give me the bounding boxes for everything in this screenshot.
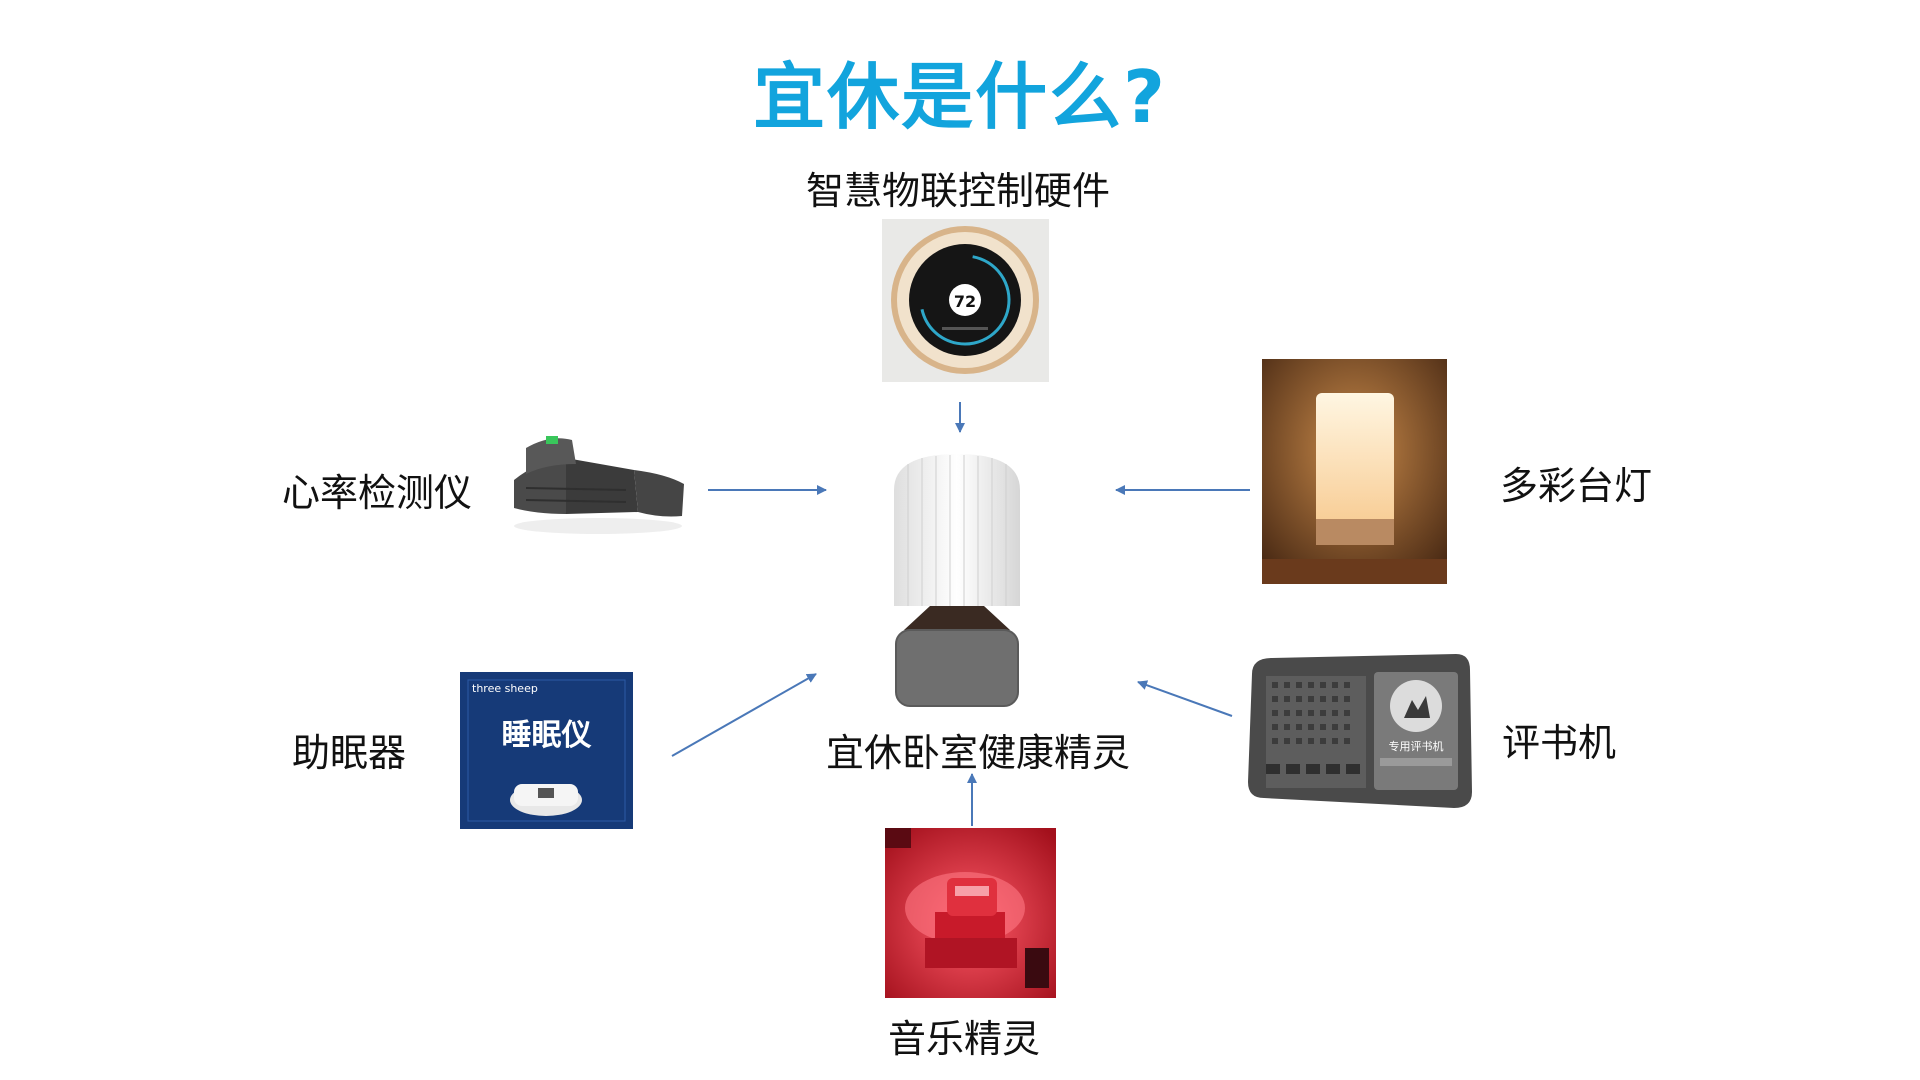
sleep-aid-box-title: 睡眠仪: [501, 718, 592, 753]
sleep-aid-box-image: three sheep 睡眠仪: [460, 672, 633, 829]
center-label: 宜休卧室健康精灵: [826, 731, 1131, 775]
lamp-label: 多彩台灯: [1500, 464, 1653, 508]
sleep-aid-brand: three sheep: [472, 682, 538, 695]
arrow-sleep-aid: [671, 673, 817, 757]
sleep-aid-label: 助眠器: [292, 731, 407, 775]
bedroom-health-device-image: [888, 450, 1026, 712]
heart-rate-band-image: [506, 428, 688, 542]
lamp-image: [1262, 359, 1447, 584]
arrow-storyteller: [1137, 680, 1233, 717]
storyteller-device-image: 专用评书机: [1242, 652, 1474, 814]
hardware-label: 智慧物联控制硬件: [806, 169, 1111, 213]
music-sprite-image: [885, 828, 1056, 998]
page-title: 宜休是什么?: [753, 55, 1167, 139]
storyteller-label: 评书机: [1502, 721, 1617, 765]
thermostat-reading: 72: [954, 292, 976, 311]
storyteller-device-text: 专用评书机: [1388, 740, 1444, 753]
heart-rate-label: 心率检测仪: [282, 471, 473, 515]
thermostat-image: 72: [882, 219, 1049, 382]
music-label: 音乐精灵: [888, 1017, 1041, 1061]
